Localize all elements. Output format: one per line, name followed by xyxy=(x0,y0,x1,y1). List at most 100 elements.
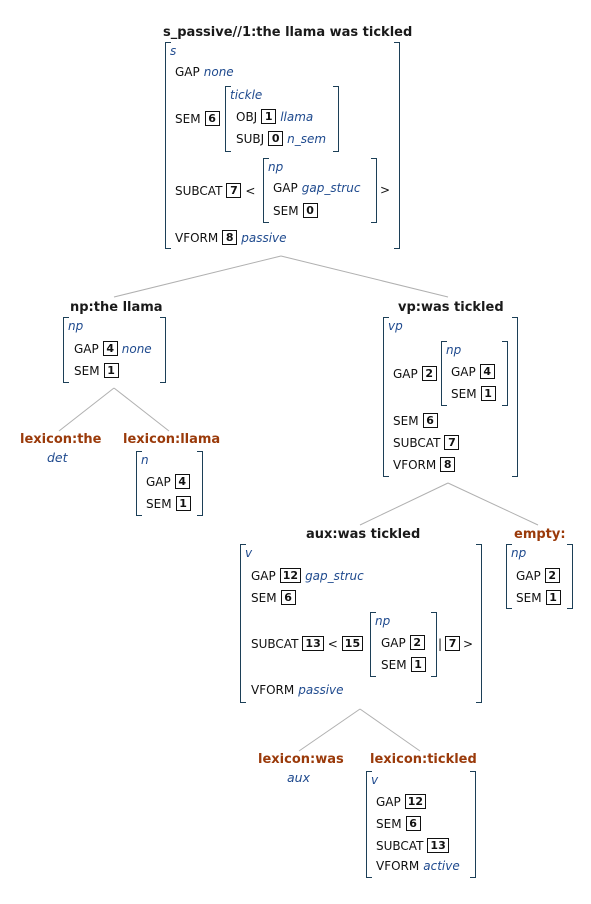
root-sem-row: SEM 6 xyxy=(175,111,220,126)
vp-gap-np-gap-row: GAP 4 xyxy=(451,364,495,379)
edge-np-llama xyxy=(113,387,170,432)
vp-subcat-row: SUBCAT 7 xyxy=(393,435,460,450)
root-subcat-tag: 7 xyxy=(226,183,242,198)
root-subcat-np-sem-row: SEM 0 xyxy=(273,203,318,218)
vp-vform-row: VFORM 8 xyxy=(393,457,456,472)
vp-gap-np-structure xyxy=(441,341,508,406)
aux-sem-row: SEM 6 xyxy=(251,590,296,605)
root-subcat-np-sem-tag: 0 xyxy=(302,203,318,218)
empty-node-title: empty: xyxy=(514,527,566,542)
lexicon-tickled-type: v xyxy=(371,773,379,787)
edge-vp-empty xyxy=(447,482,539,526)
vp-gap-np-gap-tag: 4 xyxy=(479,364,495,379)
root-vform-value: passive xyxy=(241,230,287,245)
np-node-title: np:the llama xyxy=(70,300,163,315)
lexicon-tickled-gap-tag: 12 xyxy=(404,794,427,809)
vp-gap-row: GAP 2 xyxy=(393,366,437,381)
vp-gap-np-type: np xyxy=(446,343,462,357)
vp-subcat-tag: 7 xyxy=(444,435,460,450)
lexicon-tickled-subcat-feature: SUBCAT xyxy=(376,838,424,853)
lexicon-tickled-gap-feature: GAP xyxy=(376,794,401,809)
vp-gap-np-sem-feature: SEM xyxy=(451,386,477,401)
empty-gap-tag: 2 xyxy=(544,568,560,583)
vp-gap-tag: 2 xyxy=(421,366,437,381)
aux-gap-feature: GAP xyxy=(251,568,276,583)
lexicon-llama-title: lexicon:llama xyxy=(123,432,221,447)
lexicon-llama-gap-row: GAP 4 xyxy=(146,474,190,489)
aux-subcat-np-gap-tag: 2 xyxy=(409,635,425,650)
edge-vp-aux xyxy=(359,482,449,526)
lexicon-tickled-structure xyxy=(366,771,476,878)
np-sem-feature: SEM xyxy=(74,363,100,378)
lexicon-tickled-vform-feature: VFORM xyxy=(376,859,420,873)
aux-subcat-np-gap-feature: GAP xyxy=(381,635,406,650)
tickle-obj-row: OBJ 1 llama xyxy=(236,109,313,124)
aux-gap-value: gap_struc xyxy=(305,568,364,583)
tickle-subj-row: SUBJ 0 n_sem xyxy=(236,131,326,146)
lexicon-tickled-sem-tag: 6 xyxy=(405,816,421,831)
root-node-title: s_passive//1:the llama was tickled xyxy=(163,25,413,40)
aux-subcat-feature: SUBCAT xyxy=(251,636,299,651)
aux-vform-value: passive xyxy=(298,683,344,697)
aux-subcat-np-sem-tag: 1 xyxy=(410,657,426,672)
empty-type: np xyxy=(511,546,527,560)
root-vform-tag: 8 xyxy=(222,230,238,245)
lexicon-was-title: lexicon:was xyxy=(258,752,344,767)
root-subcat-np-type: np xyxy=(268,160,284,174)
vp-type: vp xyxy=(388,319,403,333)
root-subcat-np-structure xyxy=(263,158,377,223)
root-sem-tag: 6 xyxy=(204,111,220,126)
np-sem-tag: 1 xyxy=(103,363,119,378)
empty-sem-row: SEM 1 xyxy=(516,590,561,605)
root-subcat-close-symbol: > xyxy=(380,183,391,197)
lexicon-llama-sem-feature: SEM xyxy=(146,496,172,511)
np-gap-tag: 4 xyxy=(102,341,118,356)
root-subcat-np-sem-feature: SEM xyxy=(273,203,299,218)
vp-gap-np-sem-tag: 1 xyxy=(480,386,496,401)
aux-gap-row: GAP 12 gap_struc xyxy=(251,568,364,583)
empty-gap-feature: GAP xyxy=(516,568,541,583)
vp-node-title: vp:was tickled xyxy=(398,300,504,315)
lexicon-tickled-sem-feature: SEM xyxy=(376,816,402,831)
vp-sem-feature: SEM xyxy=(393,413,419,428)
lexicon-tickled-title: lexicon:tickled xyxy=(370,752,477,767)
empty-gap-row: GAP 2 xyxy=(516,568,560,583)
lexicon-llama-gap-tag: 4 xyxy=(174,474,190,489)
root-subcat-feature: SUBCAT xyxy=(175,183,223,198)
lexicon-tickled-vform-value: active xyxy=(423,859,460,873)
root-feature-structure xyxy=(165,42,400,249)
tickle-subj-value: n_sem xyxy=(287,131,327,146)
root-subcat-np-gap-feature: GAP xyxy=(273,181,298,195)
vp-vform-tag: 8 xyxy=(440,457,456,472)
aux-vform-feature: VFORM xyxy=(251,683,295,697)
tickle-subj-tag: 0 xyxy=(268,131,284,146)
aux-subcat-np-sem-feature: SEM xyxy=(381,657,407,672)
np-sem-row: SEM 1 xyxy=(74,363,119,378)
vp-subcat-feature: SUBCAT xyxy=(393,435,441,450)
lexicon-the-title: lexicon:the xyxy=(20,432,102,447)
lexicon-llama-sem-row: SEM 1 xyxy=(146,496,191,511)
root-gap-row: GAP none xyxy=(175,65,234,79)
empty-sem-feature: SEM xyxy=(516,590,542,605)
aux-gap-tag: 12 xyxy=(279,568,302,583)
lexicon-tickled-gap-row: GAP 12 xyxy=(376,794,427,809)
empty-sem-tag: 1 xyxy=(545,590,561,605)
tickle-subj-feature: SUBJ xyxy=(236,131,265,146)
np-gap-row: GAP 4 none xyxy=(74,341,152,356)
lexicon-the-category: det xyxy=(47,450,68,465)
vp-sem-tag: 6 xyxy=(422,413,438,428)
aux-subcat-close: > xyxy=(463,636,474,651)
tickle-obj-value: llama xyxy=(280,109,314,124)
edge-root-vp xyxy=(280,255,449,298)
aux-subcat-np-gap-row: GAP 2 xyxy=(381,635,425,650)
lexicon-llama-sem-tag: 1 xyxy=(175,496,191,511)
root-subcat-open: < xyxy=(245,183,256,198)
vp-sem-row: SEM 6 xyxy=(393,413,438,428)
lexicon-was-category: aux xyxy=(287,770,310,785)
aux-subcat-separator: | xyxy=(438,636,443,651)
np-feature-structure xyxy=(63,317,166,383)
aux-subcat-tag: 13 xyxy=(302,636,324,651)
aux-subcat-np-type: np xyxy=(375,614,391,628)
vp-gap-feature: GAP xyxy=(393,366,418,381)
lexicon-tickled-vform-row: VFORM active xyxy=(376,859,460,873)
